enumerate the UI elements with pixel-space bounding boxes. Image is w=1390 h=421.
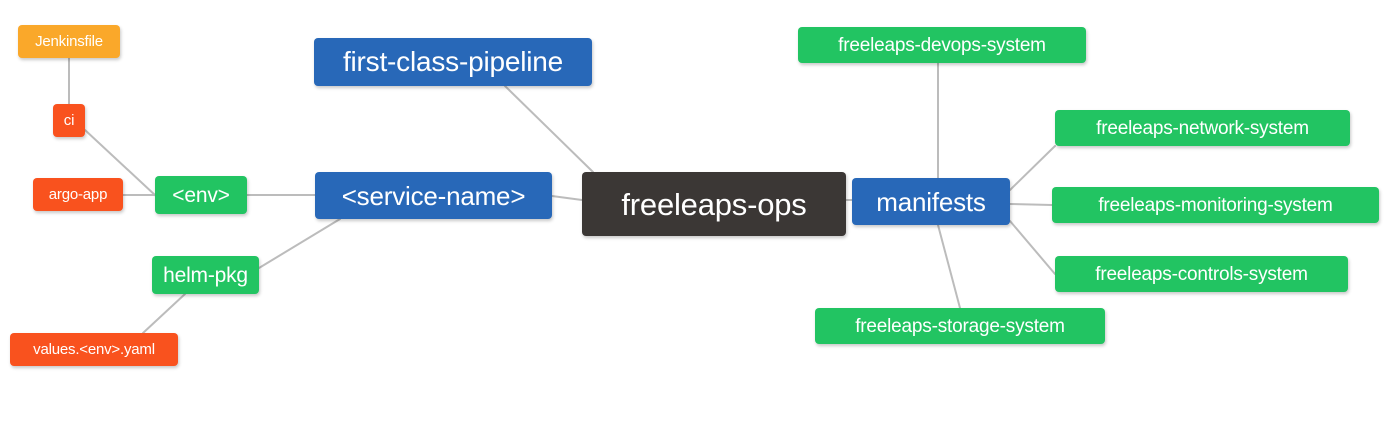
edge-pipeline-ops xyxy=(504,85,594,173)
node-label-freeleaps-network-system: freeleaps-network-system xyxy=(1096,117,1309,139)
mindmap-node-freeleaps-monitoring-system[interactable]: freeleaps-monitoring-system xyxy=(1052,187,1379,223)
edge-manifests-network xyxy=(1009,145,1056,191)
node-label-first-class-pipeline: first-class-pipeline xyxy=(342,46,564,77)
node-label-service-name: <service-name> xyxy=(341,180,526,211)
mindmap-node-manifests[interactable]: manifests xyxy=(852,178,1010,225)
node-label-manifests: manifests xyxy=(876,186,986,217)
mindmap-node-values-yaml[interactable]: values.<env>.yaml xyxy=(10,333,178,366)
edge-service-name-ops xyxy=(551,195,583,201)
mindmap-node-freeleaps-controls-system[interactable]: freeleaps-controls-system xyxy=(1055,256,1348,292)
mindmap-node-service-name[interactable]: <service-name> xyxy=(315,172,552,219)
mindmap-node-freeleaps-storage-system[interactable]: freeleaps-storage-system xyxy=(815,308,1105,344)
mindmap-node-jenkinsfile[interactable]: Jenkinsfile xyxy=(18,25,120,58)
node-label-helm-pkg: helm-pkg xyxy=(163,263,248,287)
edge-values-helm-pkg xyxy=(142,293,186,334)
node-label-freeleaps-storage-system: freeleaps-storage-system xyxy=(855,315,1065,337)
edge-manifests-monitoring xyxy=(1009,203,1053,206)
mindmap-node-argo-app[interactable]: argo-app xyxy=(33,178,123,211)
mindmap-node-env[interactable]: <env> xyxy=(155,176,247,214)
edge-helm-pkg-service-name xyxy=(258,218,341,269)
mindmap-node-freeleaps-ops[interactable]: freeleaps-ops xyxy=(582,172,846,236)
node-label-argo-app: argo-app xyxy=(48,186,108,203)
mindmap-node-ci[interactable]: ci xyxy=(53,104,85,137)
mindmap-node-helm-pkg[interactable]: helm-pkg xyxy=(152,256,259,294)
node-label-freeleaps-controls-system: freeleaps-controls-system xyxy=(1095,263,1308,285)
node-label-jenkinsfile: Jenkinsfile xyxy=(35,33,103,50)
node-label-env: <env> xyxy=(172,183,230,207)
mindmap-node-freeleaps-network-system[interactable]: freeleaps-network-system xyxy=(1055,110,1350,146)
edge-manifests-storage xyxy=(937,224,961,309)
edge-manifests-controls xyxy=(1009,220,1056,275)
node-label-freeleaps-devops-system: freeleaps-devops-system xyxy=(838,34,1046,56)
node-label-ci: ci xyxy=(63,112,75,129)
mindmap-node-freeleaps-devops-system[interactable]: freeleaps-devops-system xyxy=(798,27,1086,63)
node-label-freeleaps-monitoring-system: freeleaps-monitoring-system xyxy=(1098,194,1333,216)
node-label-values-yaml: values.<env>.yaml xyxy=(33,341,155,358)
node-label-freeleaps-ops: freeleaps-ops xyxy=(621,186,807,222)
mindmap-node-first-class-pipeline[interactable]: first-class-pipeline xyxy=(314,38,592,86)
